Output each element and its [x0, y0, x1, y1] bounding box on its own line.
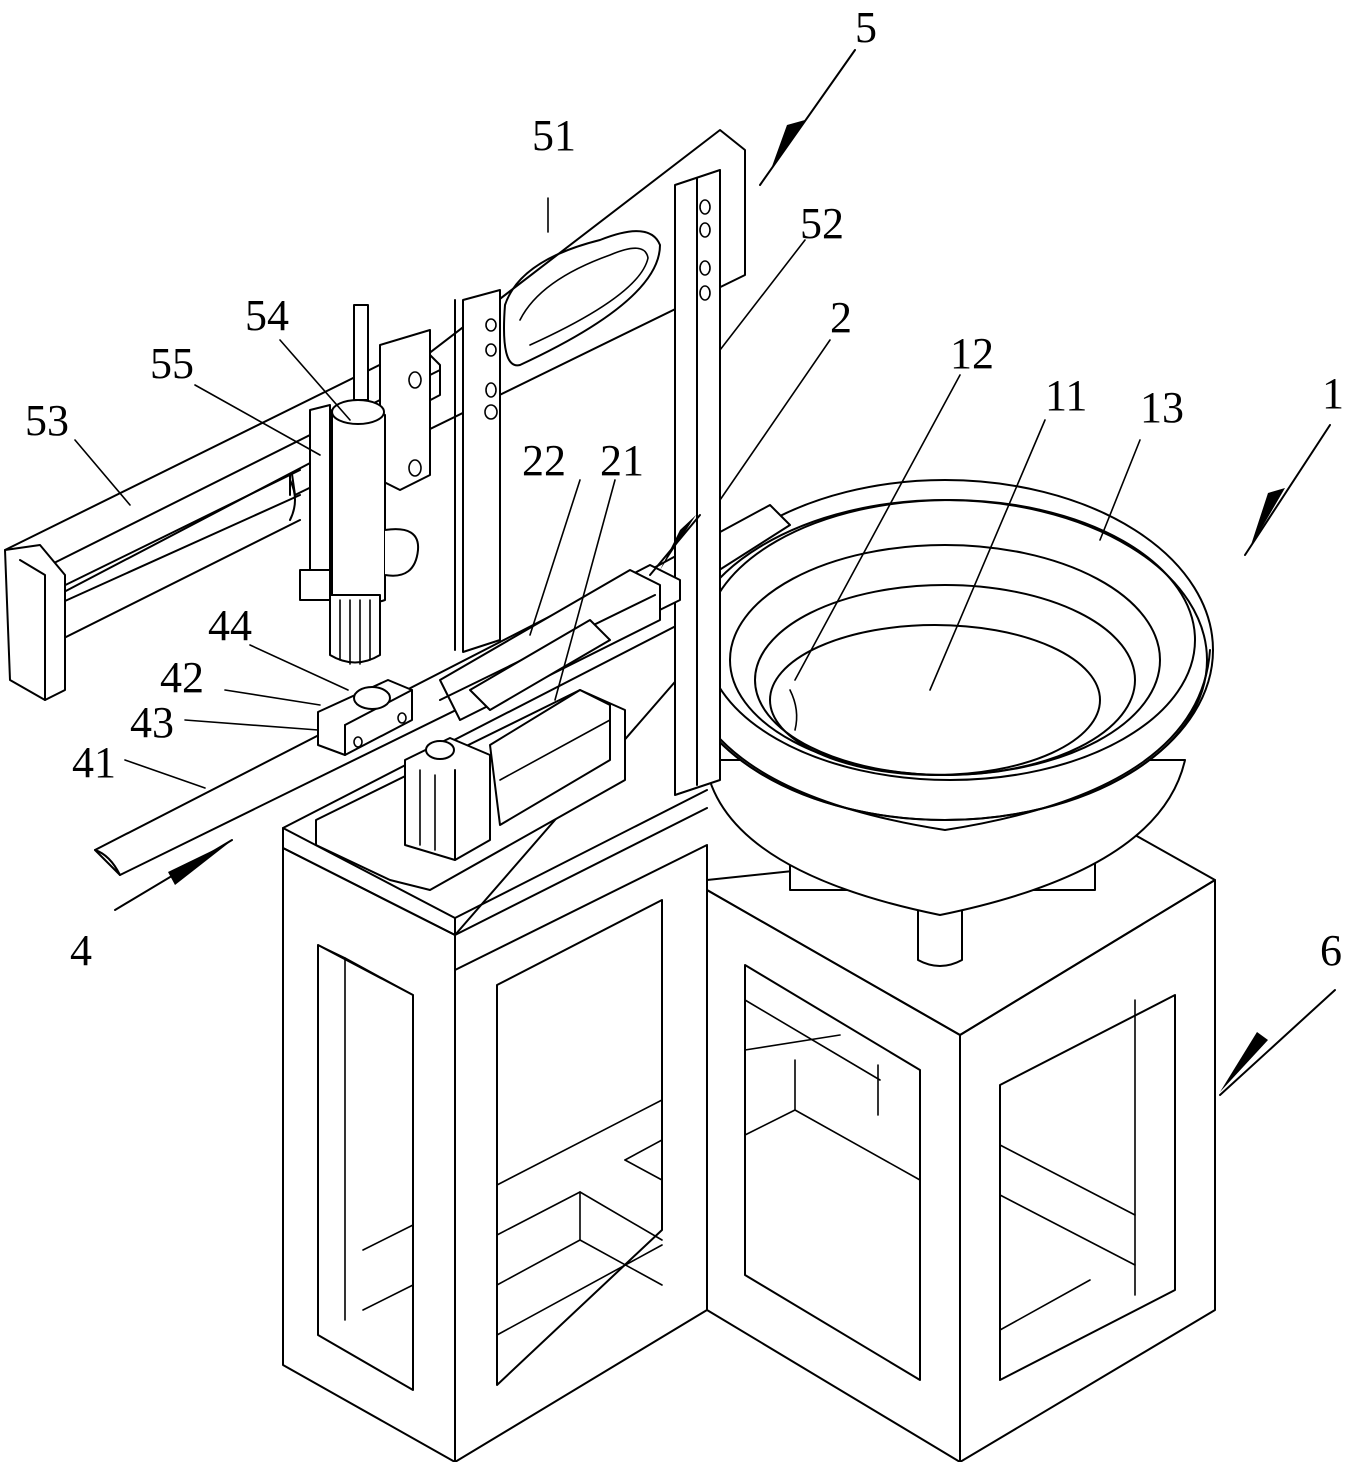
arrow-6-head — [1220, 1032, 1268, 1092]
label-6: 6 — [1320, 926, 1342, 975]
arrow-4-head — [168, 842, 230, 885]
label-2: 2 — [830, 293, 852, 342]
label-54: 54 — [245, 291, 289, 340]
arrow-1-head — [1250, 488, 1285, 548]
label-1: 1 — [1322, 369, 1344, 418]
label-12: 12 — [950, 329, 994, 378]
label-5: 5 — [855, 3, 877, 52]
label-42: 42 — [160, 653, 204, 702]
label-4: 4 — [70, 926, 92, 975]
label-43: 43 — [130, 698, 174, 747]
label-41: 41 — [72, 738, 116, 787]
reference-numerals: 5 51 52 2 54 55 53 12 11 13 1 22 21 44 4… — [25, 3, 1344, 975]
label-44: 44 — [208, 601, 252, 650]
arrow-5-head — [770, 120, 805, 172]
label-21: 21 — [600, 436, 644, 485]
label-51: 51 — [532, 111, 576, 160]
vibratory-bowl — [649, 479, 1214, 967]
label-55: 55 — [150, 339, 194, 388]
leader-lines — [74, 197, 1141, 789]
label-13: 13 — [1140, 383, 1184, 432]
label-53: 53 — [25, 396, 69, 445]
label-11: 11 — [1045, 371, 1087, 420]
arrow-2-head — [660, 515, 696, 570]
label-22: 22 — [522, 436, 566, 485]
label-52: 52 — [800, 199, 844, 248]
reference-arrows — [114, 49, 1336, 1096]
push-assembly — [315, 619, 626, 891]
gripper-cylinder — [299, 304, 420, 665]
